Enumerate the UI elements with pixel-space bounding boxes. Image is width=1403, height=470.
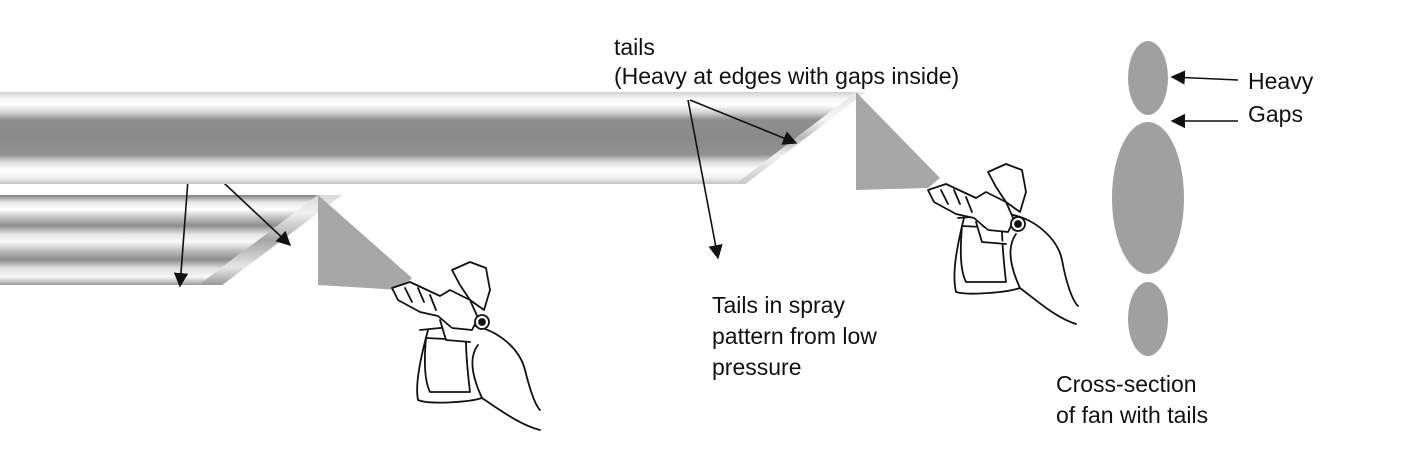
heavy-label: Heavy [1248, 68, 1314, 94]
fingers-panel: fingers [0, 119, 541, 431]
heavy-bottom-blob [1128, 282, 1168, 356]
arrow-icon [687, 99, 723, 260]
cross-section-line-2: of fan with tails [1056, 402, 1208, 428]
tails-title: tails [614, 34, 655, 60]
spray-gun-icon [927, 163, 1079, 325]
cross-section-panel: Heavy Gaps Cross-section of fan with tai… [1056, 41, 1314, 428]
tails-panel: tails (Heavy at edges with gaps inside) … [0, 34, 1079, 380]
tails-spray-fan [856, 92, 940, 190]
tails-stripe [0, 92, 866, 184]
tails-caption-line-3: pressure [712, 354, 801, 380]
gaps-label: Gaps [1248, 101, 1303, 127]
spray-gun-icon [391, 261, 541, 431]
fingers-spray-fan [318, 195, 412, 290]
heavy-top-blob [1128, 41, 1168, 115]
tails-caption-line-2: pattern from low [712, 323, 877, 349]
arrow-icon [689, 99, 798, 145]
center-blob [1112, 122, 1184, 274]
cross-section-line-1: Cross-section [1056, 371, 1197, 397]
arrow-icon [1170, 70, 1239, 85]
tails-note: (Heavy at edges with gaps inside) [614, 63, 959, 89]
fingers-stripe [0, 195, 342, 285]
tails-caption-line-1: Tails in spray [712, 292, 845, 318]
